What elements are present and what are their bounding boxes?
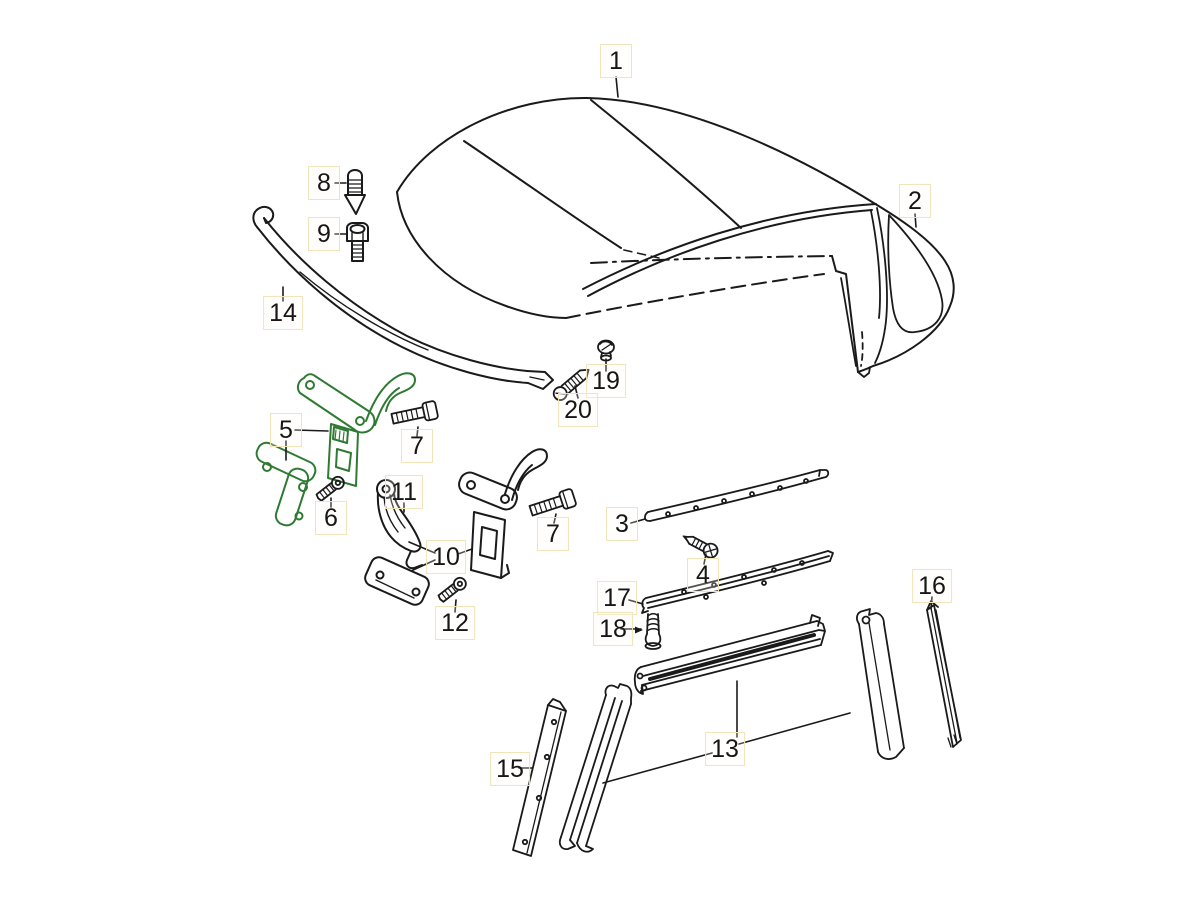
part-label-11[interactable]: 11 bbox=[385, 475, 423, 509]
strip-15-art bbox=[512, 698, 567, 857]
rear-section-art bbox=[840, 207, 944, 378]
part-label-1[interactable]: 1 bbox=[600, 44, 632, 78]
strip-16-art bbox=[926, 600, 962, 748]
part-label-8[interactable]: 8 bbox=[308, 166, 340, 200]
part-label-16[interactable]: 16 bbox=[912, 569, 952, 603]
part-label-12[interactable]: 12 bbox=[435, 606, 475, 640]
part-label-7[interactable]: 7 bbox=[401, 429, 433, 463]
screw-12-art bbox=[437, 576, 467, 603]
screw-7a-art bbox=[390, 400, 439, 425]
rail-17-art bbox=[641, 550, 834, 614]
rail-3-art bbox=[644, 469, 830, 522]
front-bow-art bbox=[252, 205, 554, 390]
part-label-10[interactable]: 10 bbox=[426, 540, 466, 574]
rail-13-horizontal-art bbox=[633, 614, 826, 695]
latch-5-art-highlighted bbox=[255, 372, 416, 527]
part-label-17[interactable]: 17 bbox=[597, 581, 637, 615]
screw-7b-art bbox=[528, 488, 577, 517]
part-label-9[interactable]: 9 bbox=[308, 217, 340, 251]
stud-8-art bbox=[344, 169, 366, 215]
part-label-14[interactable]: 14 bbox=[263, 296, 303, 330]
part-label-18[interactable]: 18 bbox=[593, 612, 633, 646]
screw-20-art bbox=[552, 368, 590, 401]
leader-lines bbox=[282, 76, 933, 784]
top-cover-art bbox=[396, 96, 955, 373]
rail-13-left-upright-art bbox=[558, 683, 633, 853]
part-label-5[interactable]: 5 bbox=[270, 413, 302, 447]
screw-4-art bbox=[682, 535, 719, 559]
part-label-2[interactable]: 2 bbox=[899, 184, 931, 218]
part-label-19[interactable]: 19 bbox=[586, 364, 626, 398]
screw-18-art bbox=[644, 613, 662, 650]
clip-19-art bbox=[597, 339, 615, 362]
screw-6-art bbox=[315, 475, 345, 502]
part-label-20[interactable]: 20 bbox=[558, 393, 598, 427]
part-label-4[interactable]: 4 bbox=[687, 558, 719, 592]
rail-13-right-upright-art bbox=[856, 608, 905, 760]
part-label-15[interactable]: 15 bbox=[490, 752, 530, 786]
latch-10-art bbox=[364, 448, 548, 606]
bracket-11-art bbox=[376, 479, 423, 570]
bolt-9-art bbox=[346, 222, 369, 262]
part-label-7[interactable]: 7 bbox=[537, 517, 569, 551]
part-label-6[interactable]: 6 bbox=[315, 501, 347, 535]
part-label-3[interactable]: 3 bbox=[606, 507, 638, 541]
part-label-13[interactable]: 13 bbox=[705, 732, 745, 766]
